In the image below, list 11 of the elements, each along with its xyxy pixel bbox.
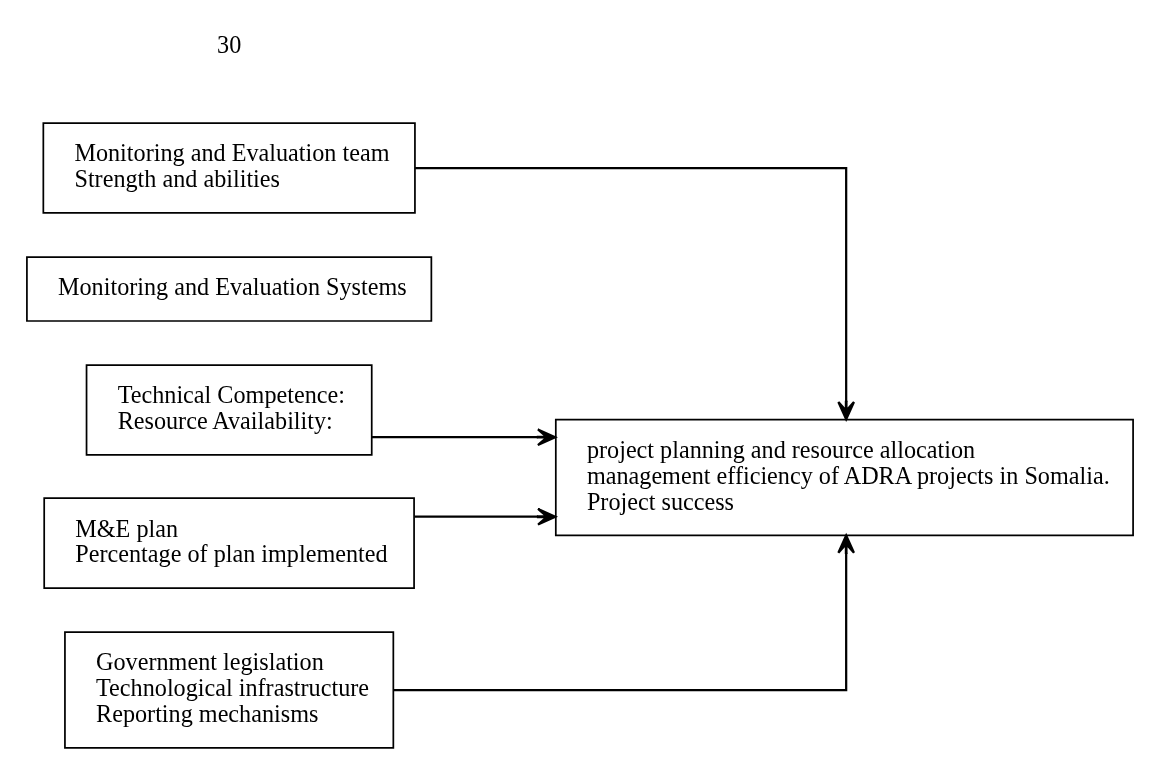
node-box: project planning and resource allocation management efficiency of ADRA projects in Somalia. Project success: [554, 418, 1134, 537]
arrow: [414, 507, 556, 526]
label: 30: [216, 31, 241, 59]
node-box: Monitoring and Evaluation team Strength and abilities: [41, 122, 416, 214]
node-box: M&E plan Percentage of plan implemented: [42, 497, 415, 589]
arrow: [414, 166, 855, 421]
arrow: [371, 428, 556, 447]
node-box: Government legislation Technological infrastructure Reporting mechanisms: [63, 631, 394, 749]
node-box: Monitoring and Evaluation Systems: [25, 256, 432, 322]
node-box: Technical Competence: Resource Availability:: [85, 364, 373, 456]
arrow: [393, 534, 855, 692]
